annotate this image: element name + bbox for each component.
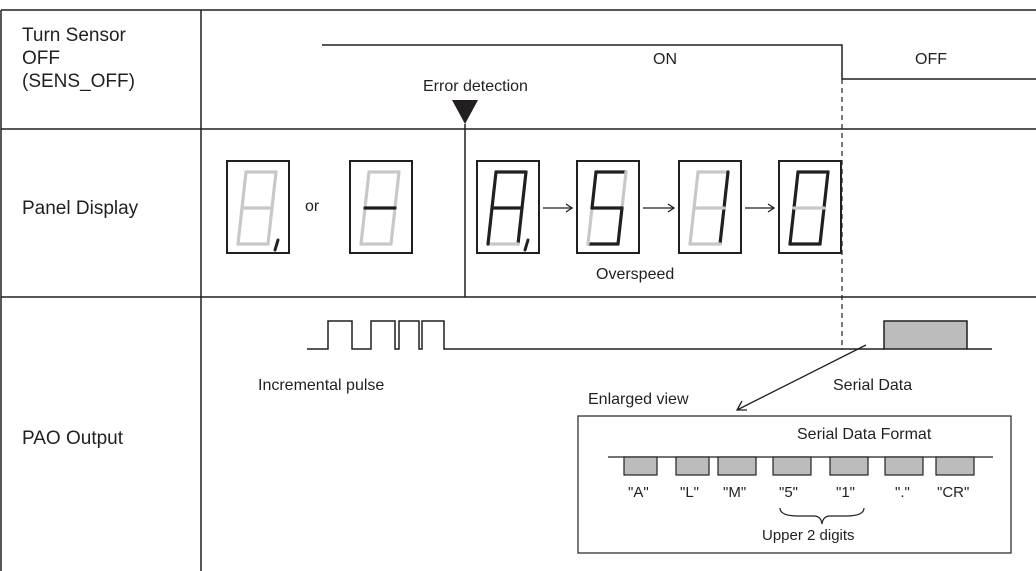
byte-label: "1" (836, 484, 855, 501)
segment-f (692, 170, 700, 210)
enlarged-view-label: Enlarged view (588, 391, 689, 408)
segment-f (792, 170, 800, 210)
error-detection-marker (452, 100, 478, 124)
byte-label: "." (895, 484, 910, 501)
segment-f (490, 170, 498, 210)
seven-segment-digits (236, 170, 830, 252)
segment-e (586, 206, 594, 246)
serial-format-byte-boxes (623, 456, 975, 476)
overspeed-label: Overspeed (596, 266, 675, 283)
serial-data-label: Serial Data (833, 377, 913, 394)
segment-f (240, 170, 248, 210)
upper-digits-brace (779, 507, 865, 525)
row-label-pao-output: PAO Output (22, 428, 124, 449)
decimal-point (273, 238, 280, 252)
sens-on-label: ON (653, 51, 677, 68)
segment-e (236, 206, 244, 246)
upper-digits-label: Upper 2 digits (762, 527, 855, 544)
segment-e (788, 206, 796, 246)
segment-c (266, 206, 274, 246)
segment-b (270, 170, 278, 210)
table-frame (0, 9, 1036, 571)
segment-b (393, 170, 401, 210)
sens-off-label: OFF (915, 51, 947, 68)
or-label: or (305, 198, 320, 215)
byte-label: "A" (628, 484, 649, 501)
digit-sequence-arrows (543, 203, 776, 213)
serial-data-block (883, 320, 968, 350)
enlarged-view-arrow (735, 344, 867, 411)
decimal-point (523, 238, 530, 252)
segment-e (359, 206, 367, 246)
segment-b (722, 170, 730, 210)
byte-label: "CR" (937, 484, 970, 501)
pao-waveform (307, 320, 884, 350)
byte-label: "M" (723, 484, 747, 501)
row-label-sens-off: Turn Sensor OFF (SENS_OFF) (22, 25, 135, 92)
segment-e (486, 206, 494, 246)
row-label-panel-display: Panel Display (22, 198, 139, 219)
byte-label: "5" (779, 484, 798, 501)
serial-format-box (577, 415, 1012, 554)
incremental-pulse-label: Incremental pulse (258, 377, 385, 394)
byte-label: "L" (680, 484, 699, 501)
segment-c (389, 206, 397, 246)
segment-f (363, 170, 371, 210)
sens-off-signal (322, 44, 1036, 80)
segment-c (516, 206, 524, 246)
serial-format-title: Serial Data Format (797, 426, 932, 443)
segment-e (688, 206, 696, 246)
segment-c (818, 206, 826, 246)
segment-b (620, 170, 628, 210)
segment-b (822, 170, 830, 210)
segment-f (590, 170, 598, 210)
segment-c (616, 206, 624, 246)
segment-c (718, 206, 726, 246)
segment-b (520, 170, 528, 210)
error-detection-label: Error detection (423, 78, 528, 95)
